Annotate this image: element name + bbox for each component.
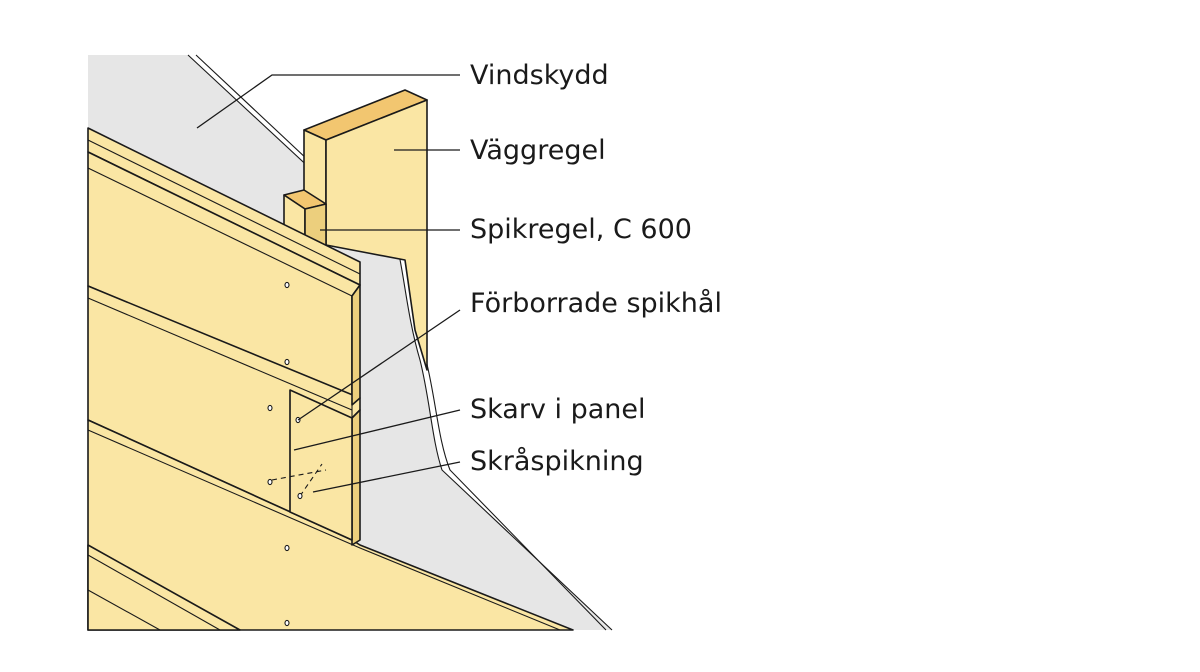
leader-lines [196, 74, 461, 493]
label-panel-joint: Skarv i panel [470, 394, 646, 425]
label-furring-strip: Spikregel, C 600 [470, 214, 692, 245]
toe-nailing-marks [271, 463, 327, 497]
label-toe-nailing: Skråspikning [470, 446, 644, 477]
label-predrilled-holes: Förborrade spikhål [470, 288, 722, 319]
nail-holes [267, 281, 303, 627]
label-wind-barrier: Vindskydd [470, 60, 609, 91]
wind-barrier-edge [187, 54, 613, 631]
label-wall-stud: Väggregel [470, 135, 606, 166]
